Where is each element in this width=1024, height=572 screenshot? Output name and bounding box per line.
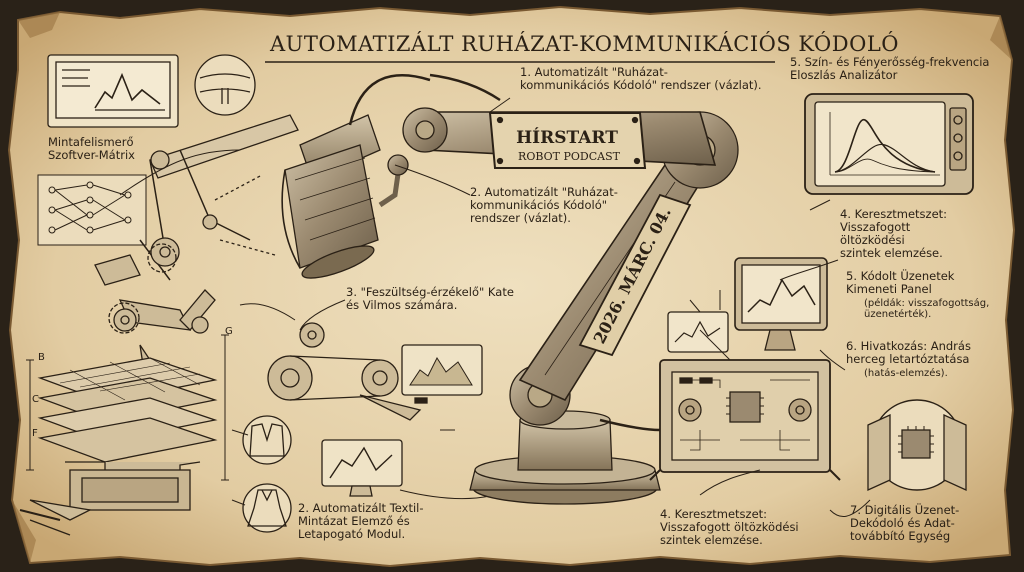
label-6-reference: 6. Hivatkozás: András herceg letartóztat…	[846, 339, 971, 366]
label-2-textile-module: 2. Automatizált Textil- Mintázat Elemző …	[298, 501, 424, 541]
layer-letter-c: C	[32, 394, 39, 405]
plate-line2: ROBOT PODCAST	[518, 150, 621, 163]
label-6-reference-sub: (hatás-elemzés).	[864, 368, 948, 379]
layer-letter-f: F	[32, 428, 38, 439]
label-2-system-sketch: 2. Automatizált "Ruházat- kommunikációs …	[470, 185, 618, 225]
gear-mechanism	[108, 243, 422, 421]
pointer-line-1	[489, 97, 511, 113]
seam-detail-zoom	[194, 54, 256, 116]
label-1-system-sketch: 1. Automatizált "Ruházat- kommunikációs …	[520, 65, 762, 92]
garment-icon-dress	[242, 483, 292, 533]
frequency-analyzer-monitor	[804, 93, 974, 195]
label-5-output-panel-sub: (példák: visszafogottság, üzenetérték).	[864, 298, 990, 320]
pattern-matrix-network	[37, 174, 147, 246]
flow-arrows-right	[689, 199, 871, 518]
label-4-cross-section-bottom: 4. Keresztmetszet: Visszafogott öltözköd…	[660, 507, 799, 547]
software-monitor	[47, 54, 179, 128]
name-plate	[488, 112, 647, 169]
garment-icon-blazer	[242, 415, 292, 465]
linkage-arm-left	[139, 114, 299, 281]
layer-letter-g: G	[225, 326, 233, 337]
trend-monitor-small	[321, 439, 403, 497]
fabric-layer-stack	[19, 357, 218, 536]
control-unit	[649, 359, 841, 481]
label-5-output-panel: 5. Kódolt Üzenetek Kimeneti Panel	[846, 269, 955, 296]
stack-bracket-lines	[26, 334, 229, 481]
label-3-tension-sensor: 3. "Feszültség-érzékelő" Kate és Vilmos …	[346, 285, 514, 312]
decoder-unit	[867, 399, 967, 492]
label-4-cross-section-right: 4. Keresztmetszet: Visszafogott öltözköd…	[840, 207, 948, 260]
label-7-decoder-unit: 7. Digitális Üzenet- Dekódoló és Adat- t…	[850, 503, 960, 543]
plate-line1: HÍRSTART	[516, 127, 618, 148]
podcast-microphone	[281, 74, 431, 279]
pointer-line-2	[394, 164, 471, 196]
frequency-monitor-small	[401, 344, 483, 404]
flow-arrows-left	[119, 149, 491, 506]
label-5-frequency-analyzer: 5. Szín- és Fényerősség-frekvencia Elosz…	[790, 55, 990, 82]
page-title: AUTOMATIZÁLT RUHÁZAT-KOMMUNIKÁCIÓS KÓDOL…	[270, 32, 899, 56]
pointer-line-3	[299, 299, 346, 331]
label-software-matrix: Mintafelismerő Szoftver-Mátrix	[48, 135, 135, 162]
output-panel-monitor	[667, 257, 828, 353]
date-plate	[578, 193, 692, 357]
layer-letter-b: B	[38, 352, 45, 363]
